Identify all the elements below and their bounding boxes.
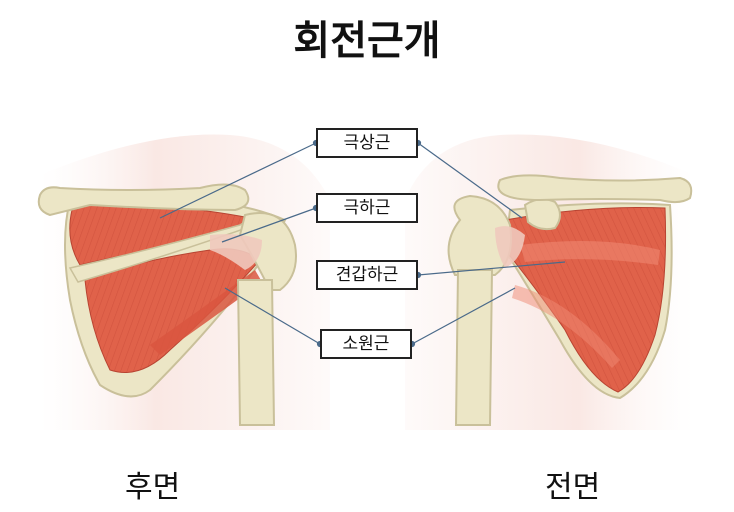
- leader-teres-minor-left: [224, 287, 321, 345]
- leader-supraspinatus-left: [159, 142, 317, 219]
- label-subscapularis: 견갑하근: [316, 260, 418, 290]
- rotator-tendon-anterior: [495, 226, 525, 268]
- label-supraspinatus: 극상근: [316, 128, 418, 158]
- leader-supraspinatus-right: [417, 142, 523, 219]
- subscapularis-band-anterior: [520, 241, 660, 265]
- label-teres-minor: 소원근: [320, 329, 412, 359]
- view-label-posterior: 후면: [125, 470, 181, 505]
- leader-infraspinatus-left: [221, 207, 317, 243]
- humerus-shaft-anterior: [454, 269, 494, 426]
- clavicle-posterior: [37, 183, 250, 217]
- rotator-tendon-posterior: [210, 234, 262, 270]
- leader-subscapularis-right: [417, 261, 566, 276]
- humerus-shaft-posterior: [236, 279, 276, 426]
- view-label-anterior: 전면: [545, 470, 601, 505]
- diagram-title: 회전근개: [293, 18, 441, 64]
- coracoid-anterior: [523, 198, 561, 231]
- teres-minor-muscle-posterior: [150, 270, 262, 355]
- leader-teres-minor-right: [411, 287, 516, 345]
- humerus-head-anterior: [447, 194, 512, 276]
- teres-minor-muscle-anterior: [512, 285, 620, 368]
- label-infraspinatus: 극하근: [316, 193, 418, 223]
- clavicle-anterior: [497, 174, 693, 204]
